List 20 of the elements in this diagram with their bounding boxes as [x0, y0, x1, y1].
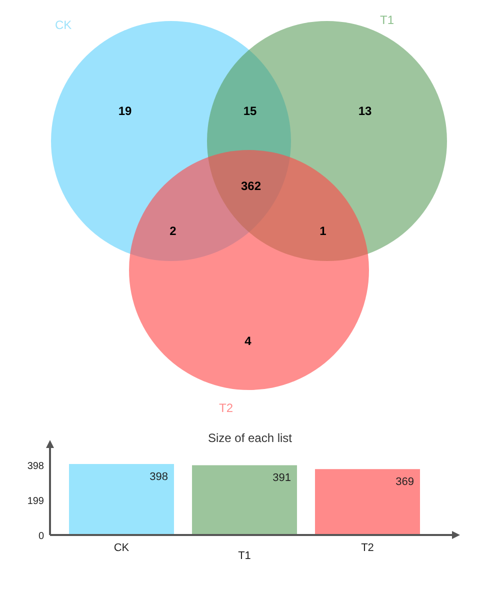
- chart-title: Size of each list: [208, 431, 292, 445]
- set-label: T1: [380, 13, 394, 27]
- region-count: 13: [358, 104, 372, 118]
- set-label: CK: [55, 18, 72, 32]
- category-label: CK: [114, 542, 130, 554]
- data-label: 369: [396, 476, 414, 488]
- category-label: T2: [361, 542, 374, 554]
- tick-label: 0: [38, 531, 44, 542]
- tick-label: 199: [27, 496, 44, 507]
- region-count: 4: [244, 334, 252, 348]
- region-count: 2: [170, 224, 176, 238]
- category-label: T1: [238, 550, 251, 562]
- set-label: T2: [219, 401, 234, 415]
- data-label: 391: [272, 472, 291, 484]
- region-count: 362: [240, 179, 262, 193]
- region-count: 19: [118, 104, 132, 118]
- tick-label: 398: [27, 461, 44, 472]
- data-label: 398: [150, 471, 168, 483]
- region-count: 15: [243, 104, 257, 118]
- region-count: 1: [320, 224, 326, 238]
